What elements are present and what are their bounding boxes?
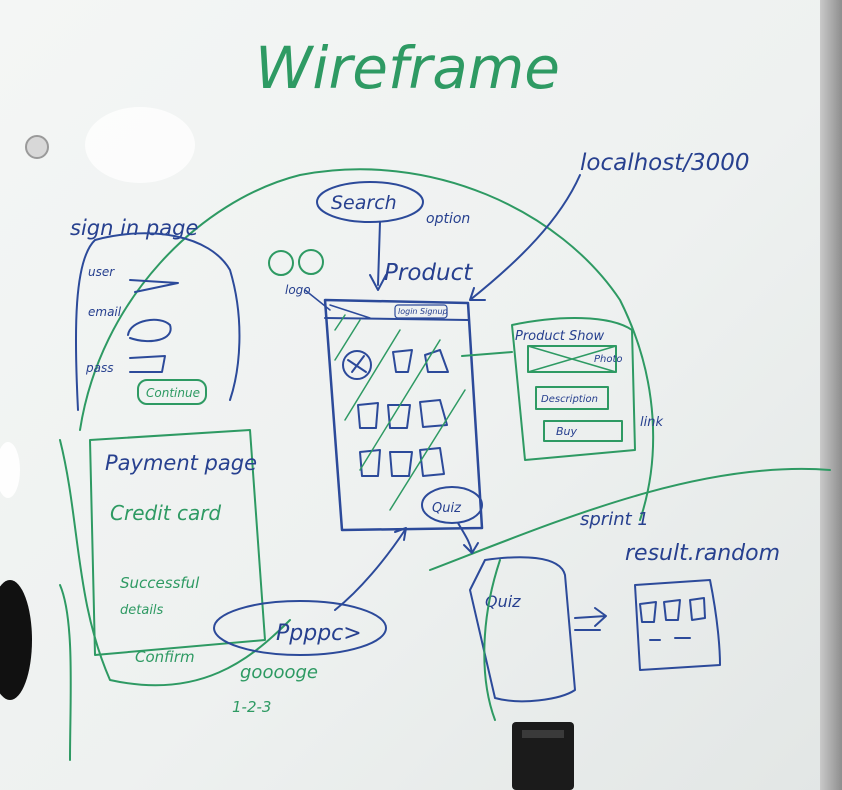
result-random-label: result.random — [625, 541, 780, 566]
search-arrow — [369, 221, 387, 291]
field-user-label: user — [88, 265, 115, 279]
quiz-page-frame — [469, 556, 576, 703]
pin-icon — [25, 135, 49, 159]
product-header-bar — [324, 317, 469, 321]
sprint-divider — [429, 467, 831, 571]
logo-label: logo — [285, 283, 311, 297]
user-field — [129, 279, 179, 293]
connector-line — [461, 351, 513, 357]
page-title: Wireframe — [255, 34, 560, 102]
payment-frame — [89, 429, 266, 656]
search-caption: option — [426, 211, 470, 227]
photo-cross — [527, 345, 617, 373]
quiz-label: Quiz — [432, 501, 462, 516]
sprint-label: sprint 1 — [580, 509, 649, 530]
continue-button — [137, 379, 207, 405]
description-box — [535, 386, 609, 410]
continue-label: Continue — [146, 386, 200, 400]
outer-loop — [79, 168, 655, 521]
payment-title: Payment page — [105, 451, 257, 475]
product-tile-7 — [389, 451, 413, 477]
product-label: Product — [384, 260, 473, 286]
quiz-to-result-arrow — [574, 607, 607, 631]
logo-circle-1 — [268, 250, 294, 276]
login-signup-label: login Signup — [398, 307, 448, 316]
url-arrow — [469, 174, 581, 301]
photo-label: Photo — [594, 354, 623, 365]
pass-field — [129, 355, 166, 373]
product-page-frame — [323, 298, 484, 532]
quiz-arrow — [457, 522, 479, 554]
logo-circle-2 — [298, 249, 324, 275]
result-dashes — [649, 637, 691, 641]
hatch-marks — [334, 314, 466, 511]
confirm-label: Confirm — [135, 648, 195, 666]
result-tiles — [639, 597, 706, 623]
product-tile-4 — [387, 404, 411, 429]
product-thumb-circle — [342, 350, 372, 380]
payment-flow-line — [59, 439, 291, 687]
thumb-cross — [347, 355, 367, 373]
login-signup-box — [394, 304, 448, 319]
quiz-page-label: Quiz — [485, 592, 521, 611]
product-tile-2 — [424, 349, 449, 373]
result-page-frame — [634, 579, 721, 671]
product-show-frame — [511, 317, 636, 461]
left-margin-line — [59, 584, 72, 761]
product-tile-8 — [419, 447, 445, 477]
marker-cap-ridge — [522, 730, 564, 738]
left-edge-glare — [0, 442, 20, 498]
quiz-bubble — [421, 486, 483, 524]
product-tile-3 — [357, 402, 379, 429]
successful-label: Successful — [120, 574, 200, 592]
photo-box — [527, 345, 617, 373]
scribble-line-2: 1-2-3 — [232, 698, 271, 716]
search-bubble — [316, 181, 424, 223]
url-label: localhost/3000 — [580, 150, 750, 176]
header-logo-mark — [329, 304, 371, 319]
oval-to-product-arrow — [334, 529, 406, 611]
sign-in-frame — [74, 232, 241, 411]
marker-cap — [512, 722, 574, 790]
product-tile-1 — [392, 349, 413, 373]
details-label: details — [120, 603, 164, 618]
field-pass-label: pass — [85, 361, 113, 375]
field-email-label: email — [88, 305, 122, 319]
description-label: Description — [541, 394, 598, 405]
scribble-oval — [213, 600, 387, 656]
buy-button-box — [543, 420, 623, 442]
search-label: Search — [331, 192, 397, 214]
scribble-oval-text: Ppppc> — [276, 621, 362, 646]
light-glare — [85, 107, 195, 183]
email-field — [127, 318, 172, 343]
whiteboard-frame — [820, 0, 842, 790]
link-label: link — [640, 415, 663, 430]
product-show-title: Product Show — [515, 329, 604, 344]
buy-label: Buy — [556, 425, 578, 438]
left-edge-object — [0, 580, 32, 700]
product-tile-5 — [419, 399, 448, 428]
sprint-arc — [483, 559, 501, 721]
scribble-line-1: gooooge — [240, 662, 318, 683]
credit-card-label: Credit card — [110, 501, 221, 525]
